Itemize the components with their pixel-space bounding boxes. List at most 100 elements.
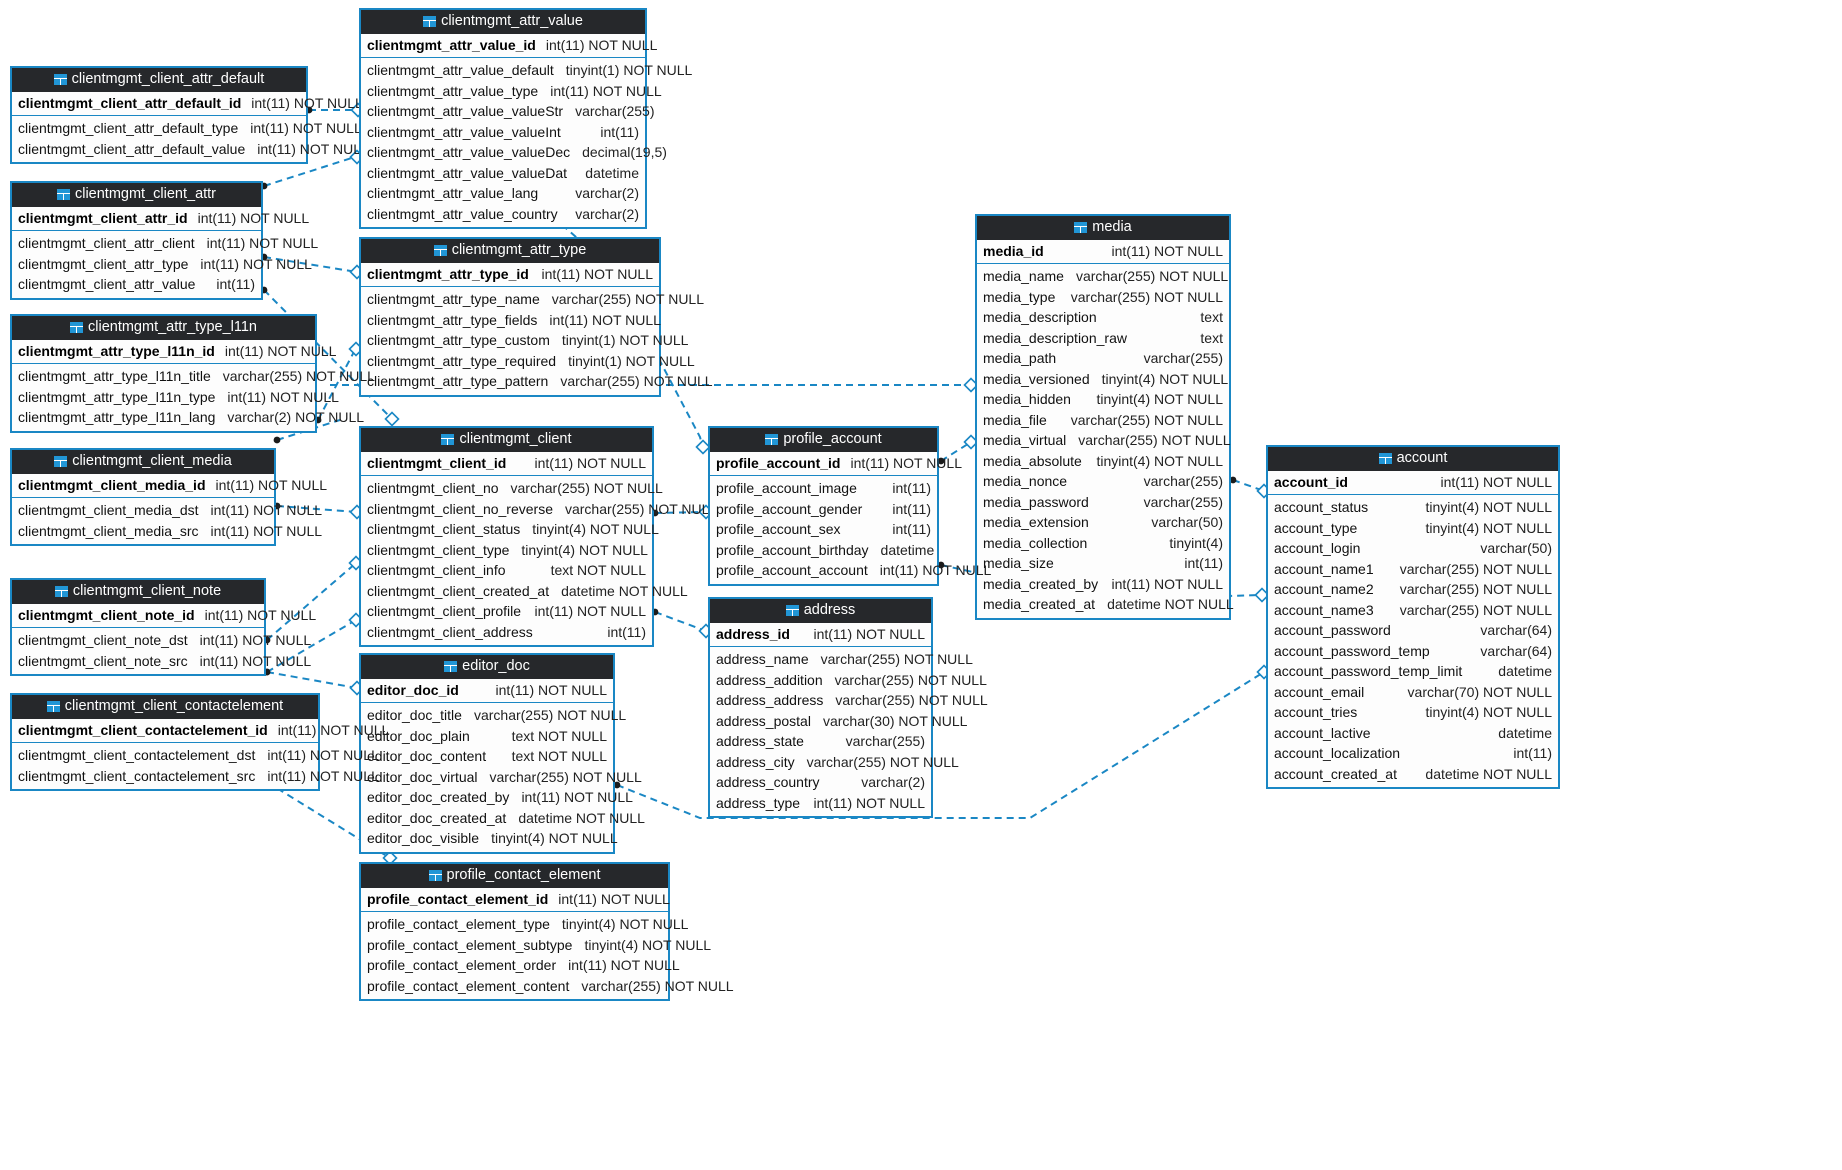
relationship-rel-client-address[interactable] bbox=[651, 608, 714, 639]
relationship-rel-clientnote-editordoc[interactable] bbox=[263, 668, 365, 696]
relationship-rel-media-account[interactable] bbox=[1229, 476, 1272, 499]
